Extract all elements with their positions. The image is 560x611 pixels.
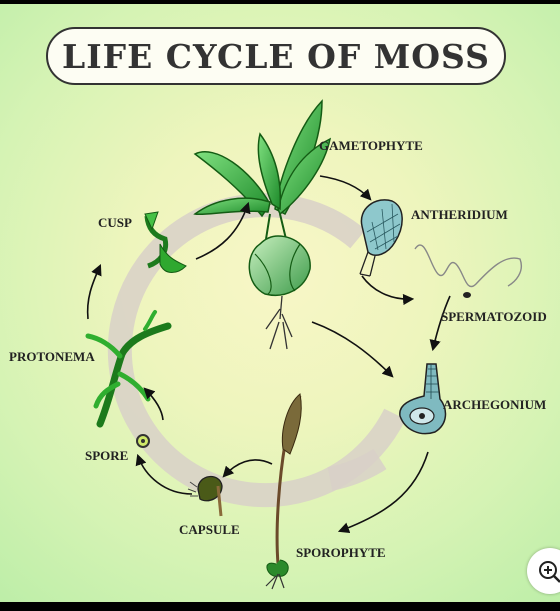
archegonium-drawing bbox=[399, 363, 447, 435]
zoom-button[interactable] bbox=[527, 548, 560, 594]
label-cusp: CUSP bbox=[98, 215, 132, 230]
gametophyte-plant-drawing bbox=[193, 99, 332, 350]
label-protonema: PROTONEMA bbox=[9, 349, 95, 364]
diagram-title: LIFE CYCLE OF MOSS bbox=[62, 36, 490, 76]
spermatozoid-drawing bbox=[414, 244, 522, 298]
label-spore: SPORE bbox=[85, 448, 129, 463]
title-banner: LIFE CYCLE OF MOSS bbox=[46, 27, 506, 85]
cusp-drawing bbox=[144, 211, 187, 273]
label-capsule: CAPSULE bbox=[179, 522, 240, 537]
capsule-drawing bbox=[187, 475, 223, 517]
antheridium-drawing bbox=[359, 199, 403, 277]
label-archegonium: ARCHEGONIUM bbox=[443, 397, 547, 412]
zoom-in-icon bbox=[539, 561, 560, 583]
cycle-illustration bbox=[85, 99, 522, 590]
spore-drawing bbox=[136, 434, 150, 448]
label-gametophyte: GAMETOPHYTE bbox=[319, 138, 423, 153]
sporophyte-drawing bbox=[265, 393, 302, 590]
label-sporophyte: SPOROPHYTE bbox=[296, 545, 386, 560]
label-spermatozoid: SPERMATOZOID bbox=[441, 309, 547, 324]
label-antheridium: ANTHERIDIUM bbox=[411, 207, 508, 222]
cycle-arrows bbox=[86, 175, 451, 534]
